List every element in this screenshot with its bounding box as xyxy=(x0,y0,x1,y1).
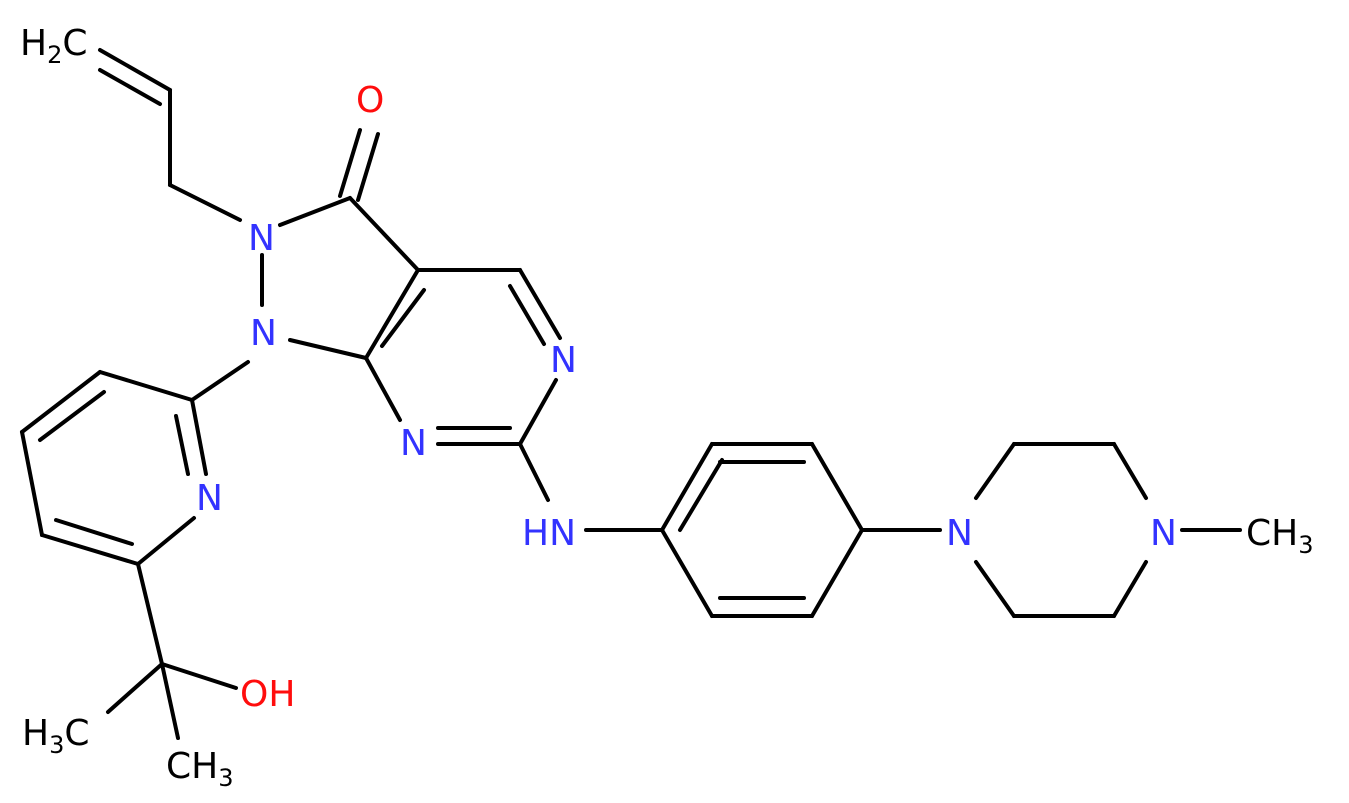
atom-n-pyrazole-2: N xyxy=(248,218,275,259)
bond xyxy=(98,68,162,106)
bond xyxy=(40,533,140,566)
bond xyxy=(348,196,420,272)
bond xyxy=(518,268,562,340)
bond xyxy=(54,518,134,546)
bond xyxy=(364,356,402,422)
bond xyxy=(20,370,102,434)
atom-ch3-piperazine: CH3 xyxy=(1246,513,1314,559)
bond xyxy=(660,528,714,618)
bond xyxy=(1112,442,1148,500)
bond xyxy=(380,288,426,348)
atom-n-pyrimidine-bottom: N xyxy=(400,423,427,464)
atom-n-pyrazole-1: N xyxy=(250,313,277,354)
atom-n-piperazine-4: N xyxy=(1150,513,1177,554)
bond xyxy=(364,268,420,360)
bond xyxy=(288,338,368,360)
atom-h3c-left: H3C xyxy=(22,713,90,759)
bond xyxy=(1112,560,1148,618)
bond xyxy=(338,128,362,198)
bond xyxy=(356,132,380,202)
bond xyxy=(810,528,864,618)
atom-oxygen-carbonyl: O xyxy=(356,80,384,121)
bond xyxy=(136,516,196,566)
bonds xyxy=(20,48,1242,740)
atom-labels: H2C O N N N N N HN N N CH3 OH H3C CH3 xyxy=(20,23,1314,792)
atom-oh-hydroxyl: OH xyxy=(240,674,295,715)
bond xyxy=(190,360,250,402)
bond xyxy=(660,442,714,532)
bond xyxy=(38,390,106,442)
bond xyxy=(98,48,172,92)
bond xyxy=(518,442,550,502)
bond xyxy=(136,562,164,666)
bond xyxy=(974,560,1016,618)
atom-n-piperazine-1: N xyxy=(946,513,973,554)
bond xyxy=(168,183,242,222)
atom-n-pyridine: N xyxy=(196,478,223,519)
bond xyxy=(106,662,164,714)
bond xyxy=(160,662,238,690)
bond xyxy=(810,442,864,532)
atom-nh-amine: HN xyxy=(522,513,576,554)
atom-n-pyrimidine-top: N xyxy=(550,340,577,381)
bond xyxy=(508,284,546,346)
bond xyxy=(20,430,44,537)
bond xyxy=(974,442,1016,500)
bond xyxy=(98,370,194,402)
bond xyxy=(190,398,208,476)
atom-ch3-bottom: CH3 xyxy=(166,746,234,792)
bond xyxy=(160,662,180,740)
bond xyxy=(678,458,724,532)
bond xyxy=(278,196,352,227)
atom-h2c: H2C xyxy=(20,23,88,69)
bond xyxy=(518,378,558,446)
bond xyxy=(174,414,190,476)
